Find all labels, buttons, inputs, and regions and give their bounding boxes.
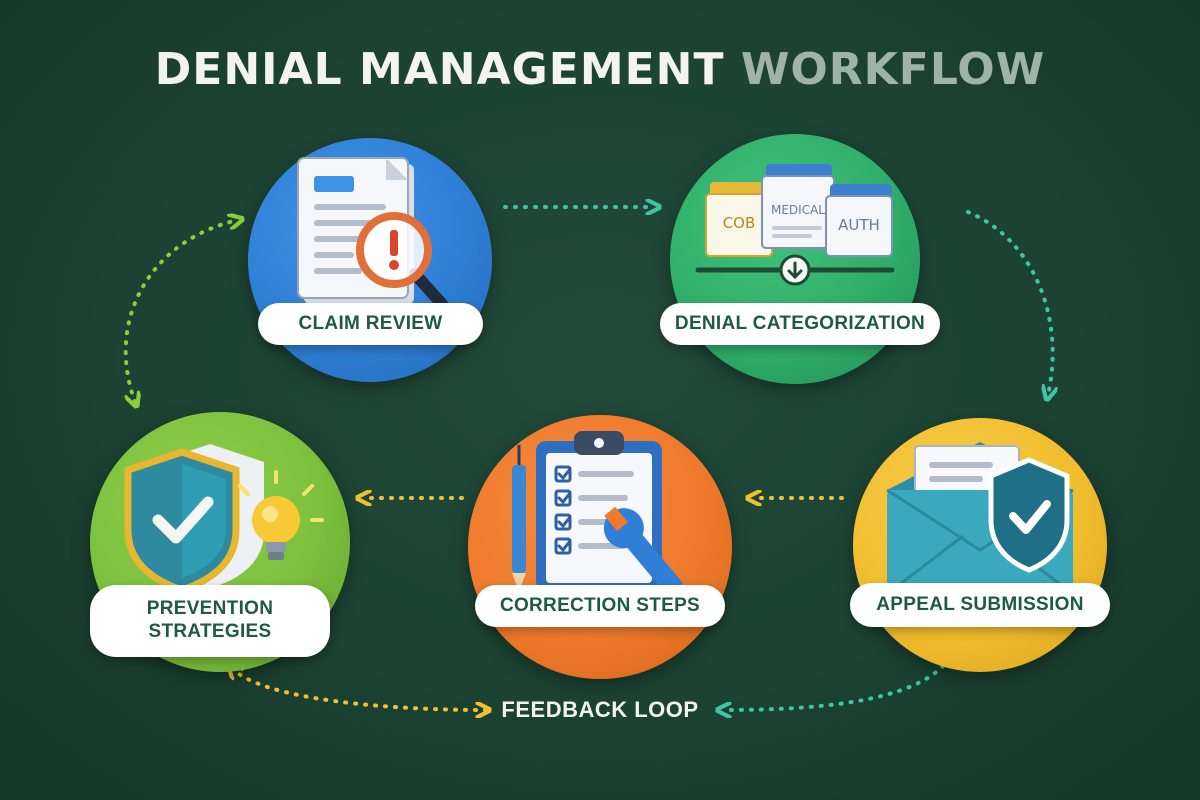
shield-lightbulb-icon <box>124 444 324 594</box>
title-part-1: DENIAL MANAGEMENT <box>154 44 725 95</box>
feedback-loop-label: FEEDBACK LOOP <box>501 697 699 722</box>
prevention-label-line-1: PREVENTION <box>146 598 274 620</box>
category-folders-icon: COB MEDICAL AUTH <box>695 164 895 286</box>
appeal-submission-label: APPEAL SUBMISSION <box>850 583 1110 627</box>
folder-label-cob: COB <box>723 214 756 232</box>
feedback-loop-arrow-left <box>232 668 485 710</box>
arrow-categorization-to-appeal <box>966 210 1053 395</box>
prevention-strategies-label: PREVENTION STRATEGIES <box>90 585 330 657</box>
arrow-prevention-to-review <box>123 220 238 402</box>
folder-label-medical: MEDICAL <box>771 203 825 217</box>
folder-label-auth: AUTH <box>838 216 880 234</box>
denial-categorization-node: COB MEDICAL AUTH <box>670 134 920 384</box>
page-title: DENIAL MANAGEMENT WORKFLOW <box>0 44 1200 95</box>
claim-review-node <box>248 138 492 382</box>
title-part-2: WORKFLOW <box>740 44 1046 95</box>
claim-review-label: CLAIM REVIEW <box>258 303 483 345</box>
denial-categorization-label: DENIAL CATEGORIZATION <box>660 303 940 345</box>
appeal-submission-node <box>853 418 1107 672</box>
envelope-shield-icon <box>886 442 1074 596</box>
document-magnifier-icon <box>297 157 448 310</box>
correction-steps-node <box>468 415 732 679</box>
clipboard-wrench-icon <box>512 431 684 597</box>
prevention-label-line-2: STRATEGIES <box>148 621 272 642</box>
correction-steps-label: CORRECTION STEPS <box>475 585 725 627</box>
feedback-loop-arrow-right <box>722 648 957 710</box>
